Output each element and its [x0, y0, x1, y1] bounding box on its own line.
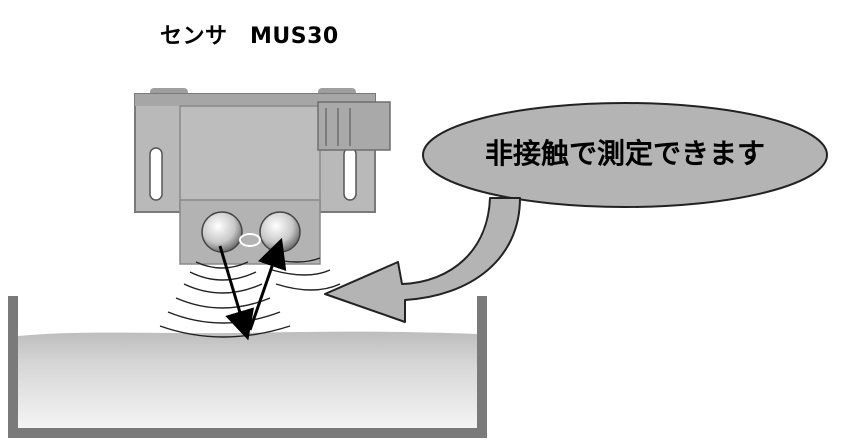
- tank-wall-right: [477, 296, 487, 436]
- liquid: [18, 331, 477, 428]
- emitted-beam: [218, 245, 255, 341]
- beam-arrows: [218, 237, 287, 341]
- tank-icon: [8, 296, 487, 438]
- callout-bubble: [422, 102, 828, 208]
- diagram-title: センサ MUS30: [160, 24, 339, 49]
- curved-arrow-icon: [324, 197, 521, 323]
- tank-wall-left: [8, 296, 18, 436]
- callout-text: 非接触で測定できます: [484, 137, 765, 170]
- ultrasonic-sensor-icon: [134, 88, 391, 265]
- tank-floor: [8, 428, 487, 438]
- sound-waves: [159, 257, 341, 338]
- reflected-beam: [248, 237, 287, 331]
- cable-connector: [317, 101, 391, 151]
- receiver-hole: [259, 211, 301, 253]
- transmitter-hole: [201, 211, 243, 253]
